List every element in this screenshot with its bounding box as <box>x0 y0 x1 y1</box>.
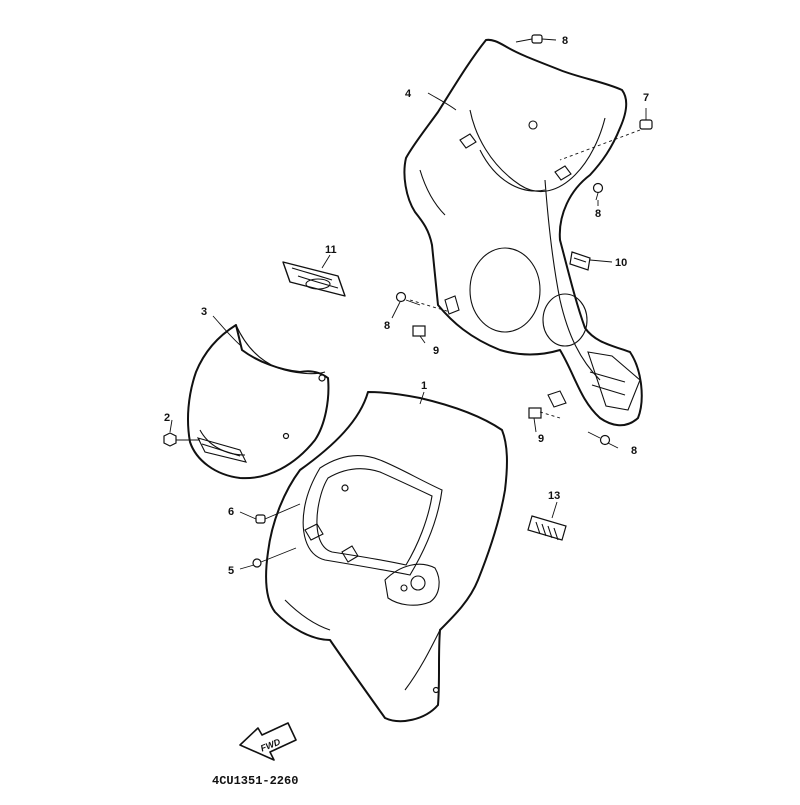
screw-8-right <box>592 182 604 201</box>
callout-6: 6 <box>228 506 234 518</box>
callout-8-bottom: 8 <box>631 445 637 457</box>
callout-8-left: 8 <box>384 320 390 332</box>
part-3-upper-cover <box>187 324 330 480</box>
part-13-label <box>527 515 567 541</box>
part-4-leg-shield <box>403 38 643 427</box>
part-code: 4CU1351-2260 <box>212 774 298 788</box>
callout-8-top: 8 <box>562 35 568 47</box>
part-10-clip <box>569 251 591 271</box>
callout-5: 5 <box>228 565 234 577</box>
nut-5 <box>252 547 297 568</box>
nut-9-left <box>412 325 426 337</box>
screw-6 <box>255 503 301 524</box>
screw-8-top <box>515 34 543 44</box>
callout-2: 2 <box>164 412 170 424</box>
screw-2 <box>163 432 200 447</box>
callout-4: 4 <box>405 88 412 100</box>
callout-8-right: 8 <box>595 208 601 220</box>
callout-7: 7 <box>643 92 649 104</box>
callout-9-left: 9 <box>433 345 439 357</box>
nut-9-right <box>528 407 542 419</box>
screw-7 <box>639 112 653 130</box>
callout-11: 11 <box>325 244 337 256</box>
callout-13: 13 <box>548 490 560 502</box>
part-11-emblem <box>282 261 346 297</box>
callout-1: 1 <box>421 380 427 392</box>
part-1-front-cover <box>265 391 508 723</box>
callout-9-right: 9 <box>538 433 544 445</box>
screw-8-bottom <box>587 431 611 446</box>
forward-arrow-icon: FWD <box>239 722 297 761</box>
screw-8-left <box>395 291 421 306</box>
callout-3: 3 <box>201 306 207 318</box>
callout-10: 10 <box>615 257 627 269</box>
